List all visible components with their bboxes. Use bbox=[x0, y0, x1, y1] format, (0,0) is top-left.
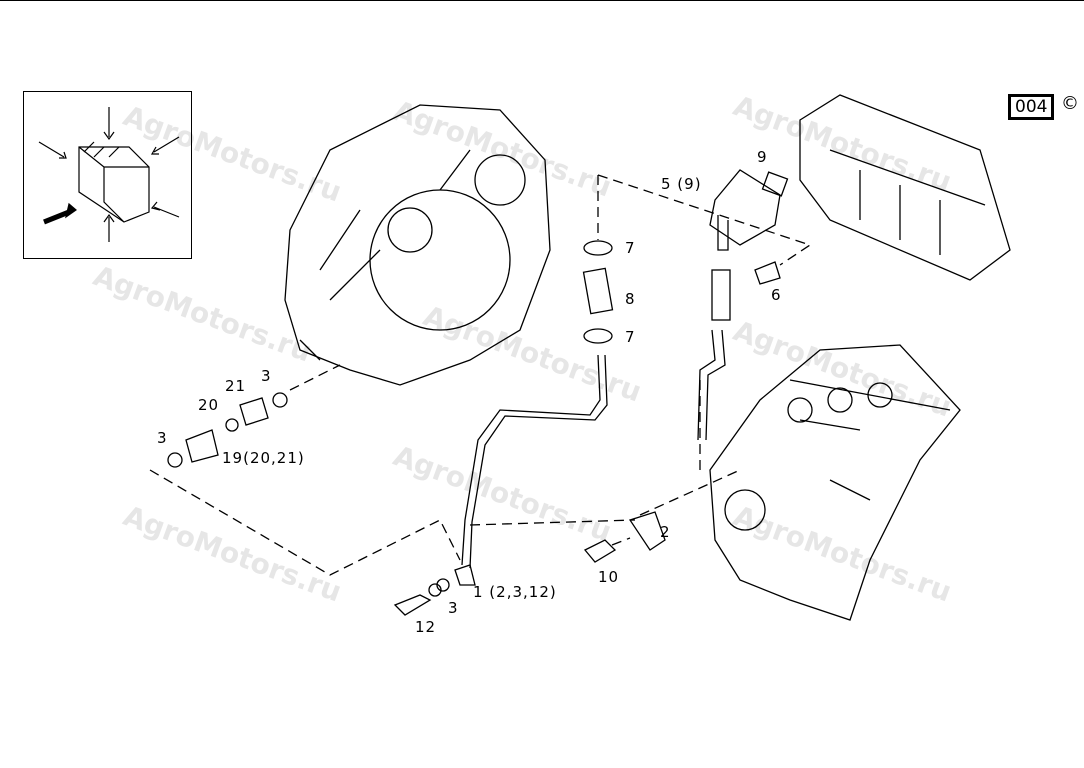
fittings bbox=[167, 261, 781, 616]
part-label-3c[interactable]: 3 bbox=[448, 599, 459, 617]
part-label-6[interactable]: 6 bbox=[771, 286, 782, 304]
engine-orientation-icon bbox=[38, 107, 180, 242]
part-label-7a[interactable]: 7 bbox=[625, 239, 636, 257]
breather-pipe bbox=[461, 267, 731, 569]
copyright-symbol: © bbox=[1061, 93, 1079, 114]
part-label-9[interactable]: 9 bbox=[757, 148, 768, 166]
clamps bbox=[583, 240, 666, 551]
part-label-2[interactable]: 2 bbox=[660, 523, 671, 541]
part-label-21[interactable]: 21 bbox=[225, 377, 247, 395]
part-label-3b[interactable]: 3 bbox=[157, 429, 168, 447]
engine-block bbox=[709, 344, 961, 621]
valve-cover bbox=[799, 94, 1011, 281]
part-label-19[interactable]: 19(20,21) bbox=[222, 449, 305, 467]
part-label-3a[interactable]: 3 bbox=[261, 367, 272, 385]
part-label-20[interactable]: 20 bbox=[198, 396, 220, 414]
page-code-badge: 004 bbox=[1008, 94, 1055, 120]
orientation-inset bbox=[23, 91, 192, 259]
flywheel-housing bbox=[284, 104, 551, 386]
part-label-10[interactable]: 10 bbox=[598, 568, 620, 586]
part-label-1[interactable]: 1 (2,3,12) bbox=[473, 583, 557, 601]
part-label-5[interactable]: 5 (9) bbox=[661, 175, 702, 193]
leader-lines bbox=[149, 174, 812, 576]
top-border bbox=[0, 0, 1084, 1]
part-label-12[interactable]: 12 bbox=[415, 618, 437, 636]
part-label-7b[interactable]: 7 bbox=[625, 328, 636, 346]
part-label-8[interactable]: 8 bbox=[625, 290, 636, 308]
oil-separator bbox=[709, 169, 789, 251]
